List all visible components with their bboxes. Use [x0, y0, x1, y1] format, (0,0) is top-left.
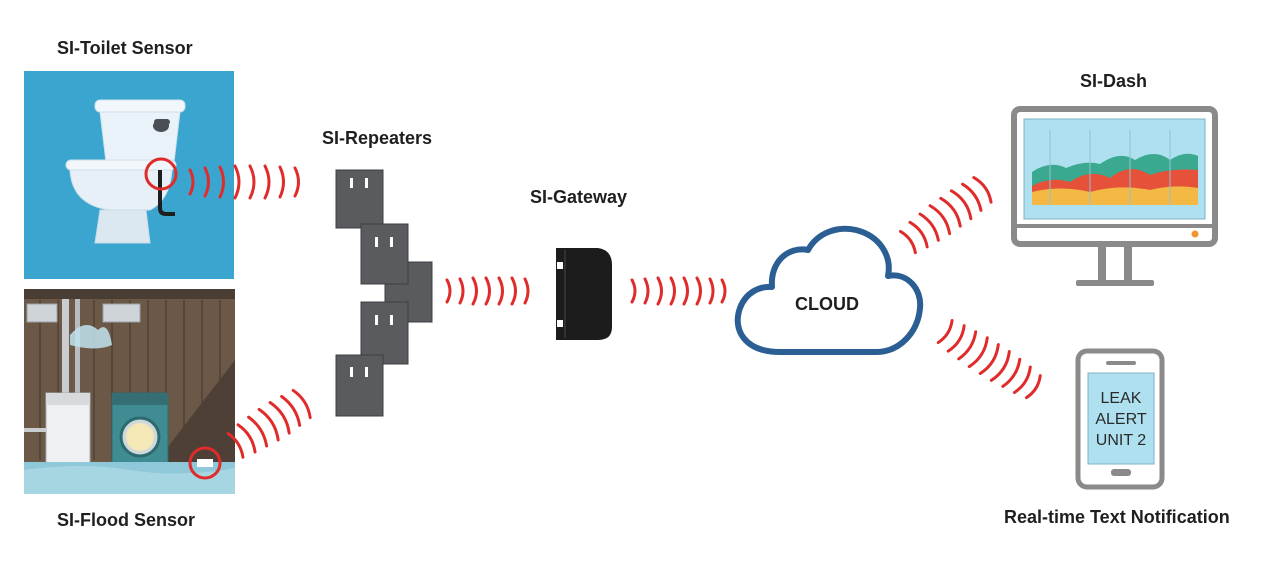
phone-message: LEAK ALERT UNIT 2 [1088, 388, 1154, 451]
signal-repeaters-to-gateway [445, 276, 530, 306]
dash-label: SI-Dash [1080, 71, 1148, 91]
signal-waves [188, 164, 1042, 459]
phone-message-line-1: LEAK [1100, 390, 1142, 407]
signal-cloud-to-phone [936, 318, 1042, 400]
gateway-label: SI-Gateway [530, 187, 628, 207]
gateway-device [556, 248, 612, 340]
phone-message-line-3: UNIT 2 [1095, 432, 1147, 449]
cloud-shape [734, 225, 924, 355]
toilet-sensor-label: SI-Toilet Sensor [57, 38, 193, 58]
dash-monitor [1011, 106, 1218, 286]
cloud-label: CLOUD [795, 294, 859, 314]
phone-message-line-2: ALERT [1095, 411, 1147, 428]
repeaters-label: SI-Repeaters [322, 128, 433, 148]
signal-gateway-to-cloud [630, 276, 727, 306]
flood-sensor-label: SI-Flood Sensor [57, 510, 196, 530]
flood-sensor-image [24, 289, 235, 494]
toilet-sensor-image [24, 71, 234, 279]
notification-label: Real-time Text Notification [1004, 507, 1230, 527]
signal-flood-to-repeaters [226, 388, 312, 459]
phone-device [1075, 348, 1165, 490]
signal-cloud-to-dash [898, 176, 993, 255]
repeaters-stack [335, 169, 433, 417]
signal-toilet-to-repeaters [188, 164, 300, 200]
